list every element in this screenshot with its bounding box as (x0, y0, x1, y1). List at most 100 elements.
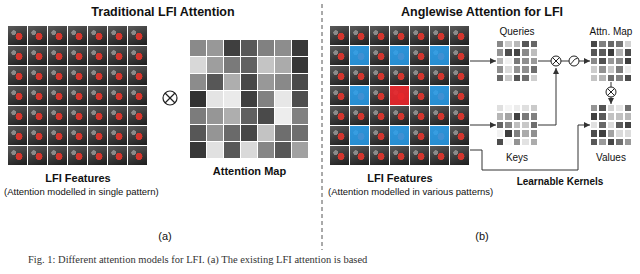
attention-cell (590, 40, 598, 48)
attention-cell (258, 40, 274, 56)
panel-title: Anglewise Attention for LFI (401, 5, 563, 19)
lfi-view-thumbnail (8, 26, 27, 45)
attention-cell (615, 104, 623, 112)
attention-map-grid: Attention Map (190, 40, 309, 159)
attention-cell (530, 129, 538, 137)
attention-cell (598, 121, 606, 129)
lfi-view-thumbnail (28, 86, 47, 105)
attention-cell (530, 104, 538, 112)
lfi-view-thumbnail (410, 26, 429, 45)
lfi-view-thumbnail (48, 86, 67, 105)
attention-cell (496, 138, 504, 146)
lfi-view-thumbnail (128, 46, 147, 65)
attention-cell (513, 138, 521, 146)
lfi-view-thumbnail (8, 146, 27, 165)
attention-cell (598, 104, 606, 112)
attention-cell (496, 112, 504, 120)
attention-cell (521, 40, 529, 48)
attention-cell (607, 129, 615, 137)
attention-cell (530, 138, 538, 146)
attention-cell (624, 104, 632, 112)
attention-cell (496, 57, 504, 65)
lfi-view-thumbnail (430, 66, 449, 85)
multiply-symbol (551, 56, 561, 66)
lfi-view-thumbnail (88, 46, 107, 65)
attention-cell (598, 48, 606, 56)
attention-cell (504, 138, 512, 146)
attention-cell (207, 125, 223, 141)
lfi-view-thumbnail (88, 26, 107, 45)
attention-cell (615, 65, 623, 73)
attention-cell (224, 142, 240, 158)
lfi-view-thumbnail (370, 86, 389, 105)
lfi-view-thumbnail (410, 66, 429, 85)
attention-cell (275, 108, 291, 124)
attention-cell (207, 74, 223, 90)
lfi-view-thumbnail (68, 26, 87, 45)
multiply-symbol (163, 91, 177, 105)
attention-cell (241, 108, 257, 124)
attention-cell (607, 74, 615, 82)
node-sublabel: (Attention modelled in various patterns) (328, 187, 493, 198)
lfi-view-thumbnail (108, 106, 127, 125)
lfi-view-thumbnail (108, 66, 127, 85)
attention-cell (275, 91, 291, 107)
annotation-label: Learnable Kernels (517, 176, 604, 188)
attention-cell (521, 104, 529, 112)
attention-cell (521, 57, 529, 65)
lfi-view-thumbnail (108, 86, 127, 105)
lfi-view-thumbnail (28, 26, 47, 45)
lfi-view-thumbnail (128, 146, 147, 165)
attention-cell (624, 48, 632, 56)
attention-cell (615, 48, 623, 56)
attention-cell (224, 125, 240, 141)
lfi-view-thumbnail (390, 106, 409, 125)
attention-cell (241, 57, 257, 73)
attention-cell (224, 108, 240, 124)
lfi-view-thumbnail (128, 106, 147, 125)
attention-cell (624, 121, 632, 129)
lfi-view-thumbnail (450, 146, 469, 165)
lfi-view-thumbnail (108, 126, 127, 145)
lfi-view-thumbnail (350, 126, 369, 145)
attention-cell (513, 112, 521, 120)
attention-cell (530, 74, 538, 82)
lfi-view-thumbnail (8, 106, 27, 125)
attention-cell (615, 74, 623, 82)
attention-cell (530, 112, 538, 120)
attention-cell (190, 57, 206, 73)
attention-cell (521, 121, 529, 129)
lfi-view-thumbnail (48, 46, 67, 65)
attention-cell (624, 65, 632, 73)
cell-tint (350, 86, 369, 105)
attention-cell (530, 40, 538, 48)
attention-cell (496, 121, 504, 129)
attention-cell (258, 125, 274, 141)
lfi-view-thumbnail (350, 46, 369, 65)
attention-cell (207, 91, 223, 107)
attention-cell (504, 112, 512, 120)
lfi-view-thumbnail (108, 146, 127, 165)
attention-cell (275, 74, 291, 90)
attention-cell (258, 108, 274, 124)
attention-cell (207, 40, 223, 56)
attention-cell (607, 65, 615, 73)
attention-cell (530, 65, 538, 73)
lfi-view-thumbnail (430, 126, 449, 145)
lfi-view-thumbnail (128, 66, 147, 85)
attention-cell (496, 40, 504, 48)
attention-cell (496, 65, 504, 73)
attention-cell (607, 104, 615, 112)
lfi-view-thumbnail (128, 26, 147, 45)
attention-cell (207, 142, 223, 158)
attention-cell (607, 40, 615, 48)
attention-cell (207, 108, 223, 124)
subfigure-label: (a) (158, 230, 171, 243)
lfi-view-thumbnail (370, 126, 389, 145)
attention-cell (190, 74, 206, 90)
lfi-view-thumbnail (88, 86, 107, 105)
attention-cell (598, 112, 606, 120)
lfi-view-thumbnail (390, 86, 409, 105)
attention-cell (190, 91, 206, 107)
attention-cell (241, 142, 257, 158)
